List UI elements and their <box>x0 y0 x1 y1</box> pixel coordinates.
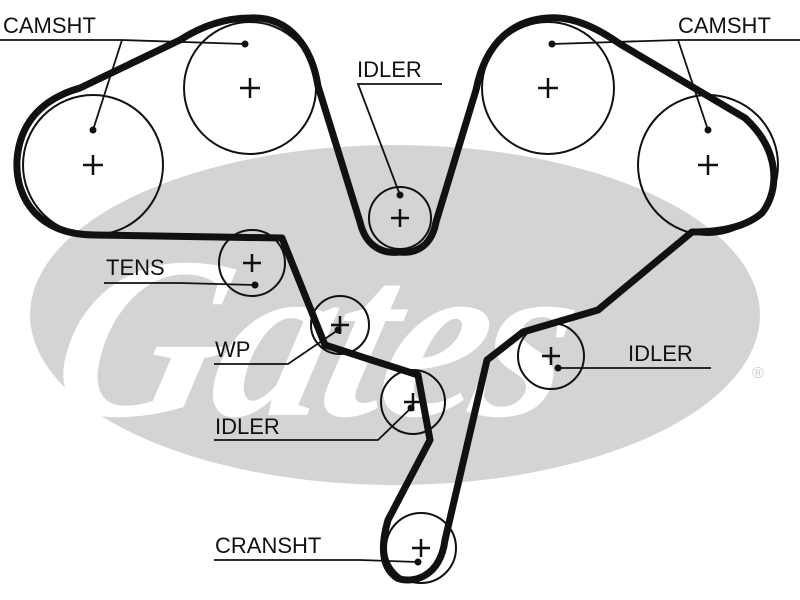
crosshair-icon <box>240 78 260 98</box>
leader-idler-lower-left <box>214 407 412 441</box>
pulley-centers <box>83 78 718 557</box>
leader-crankshaft <box>214 559 419 563</box>
label-idler-lower-left: IDLER <box>215 414 280 439</box>
gates-logo-watermark: Gates ® <box>30 145 764 485</box>
label-idler-top: IDLER <box>357 57 422 82</box>
crosshair-icon <box>83 155 103 175</box>
leader-lines <box>0 39 800 563</box>
leader-camshaft-right-spur <box>677 39 709 131</box>
leader-dot <box>554 364 562 372</box>
label-camshaft-right: CAMSHT <box>678 13 771 38</box>
label-camshaft-left: CAMSHT <box>3 13 96 38</box>
leader-idler-top <box>356 83 442 196</box>
leader-dot <box>396 191 404 199</box>
pulley-camshaft-right-inner <box>481 21 615 155</box>
leader-dot <box>414 558 422 566</box>
leader-dot <box>407 404 415 412</box>
leader-tensioner <box>104 282 256 286</box>
logo-wordmark: Gates <box>31 210 601 465</box>
crosshair-icon <box>391 209 409 227</box>
crosshair-icon <box>412 539 430 557</box>
leader-camshaft-left-spur <box>92 39 123 131</box>
pulley-water-pump <box>310 295 370 355</box>
leader-dot <box>334 326 342 334</box>
leader-dot <box>548 40 556 48</box>
registered-mark: ® <box>752 365 764 382</box>
label-crankshaft: CRANSHT <box>215 533 321 558</box>
crosshair-icon <box>538 78 558 98</box>
crosshair-icon <box>542 347 560 365</box>
leader-dot <box>89 126 97 134</box>
crosshair-icon <box>243 254 261 272</box>
timing-belt <box>13 14 778 584</box>
labels: CAMSHT CAMSHT IDLER TENS WP IDLER IDLER … <box>3 13 771 558</box>
leader-camshaft-right <box>551 39 800 45</box>
label-tensioner: TENS <box>106 255 165 280</box>
leader-water-pump <box>214 329 339 365</box>
leader-dots <box>89 40 712 566</box>
logo-oval <box>30 145 760 485</box>
pulley-tensioner <box>218 229 286 297</box>
label-idler-right: IDLER <box>628 341 693 366</box>
crosshair-icon <box>698 155 718 175</box>
label-water-pump: WP <box>215 337 250 362</box>
leader-dot <box>704 126 712 134</box>
leader-dot <box>251 281 259 289</box>
leader-dot <box>241 40 249 48</box>
